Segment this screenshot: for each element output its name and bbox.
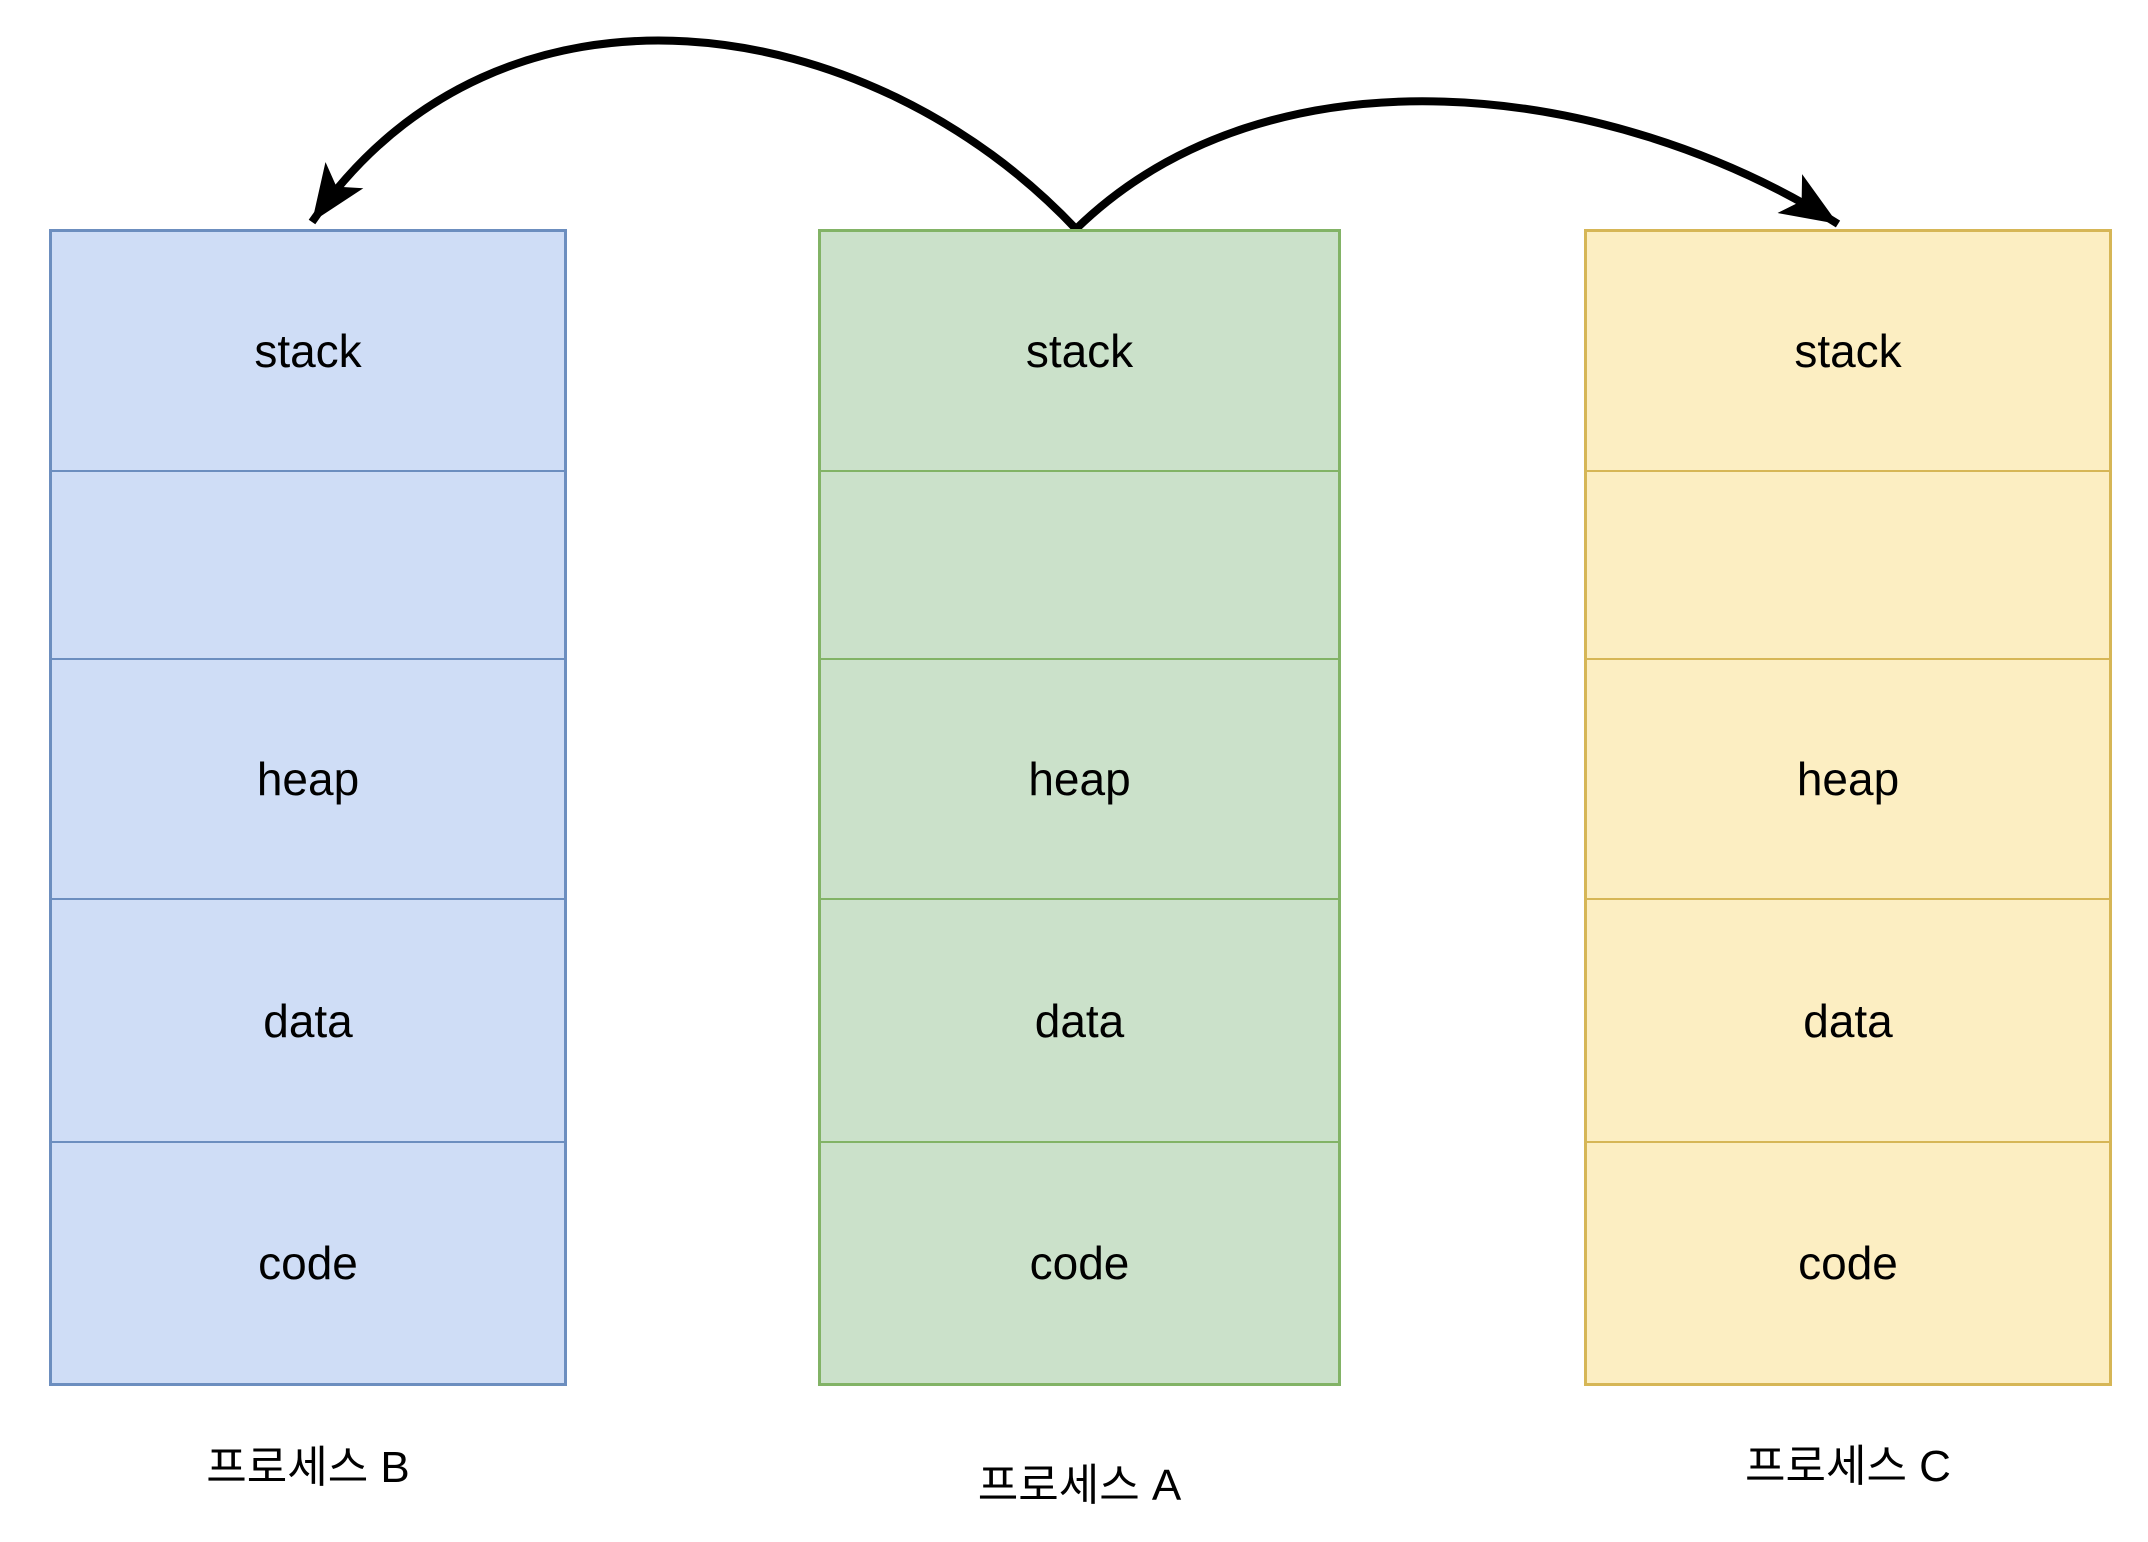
segment-code: code (52, 1143, 564, 1383)
segment-data: data (821, 900, 1338, 1144)
segment-label: heap (1028, 753, 1131, 806)
arrow-a-to-b-icon (308, 36, 1079, 232)
segment-heap: heap (1587, 660, 2109, 901)
process-b-column: stack heap data code (49, 229, 567, 1386)
segment-code: code (1587, 1143, 2109, 1383)
segment-stack: stack (52, 232, 564, 472)
segment-label: stack (1794, 324, 1902, 377)
process-a-label: 프로세스 A (977, 1461, 1182, 1510)
segment-empty (1587, 472, 2109, 661)
segment-stack: stack (821, 232, 1338, 472)
process-c-label: 프로세스 C (1745, 1442, 1951, 1491)
process-c-column: stack heap data code (1584, 229, 2112, 1386)
segment-code: code (821, 1143, 1338, 1383)
segment-label: data (263, 994, 353, 1047)
arrow-a-to-c-icon (1073, 97, 1841, 232)
segment-stack: stack (1587, 232, 2109, 472)
process-a-column: stack heap data code (818, 229, 1341, 1386)
segment-label: heap (256, 753, 360, 806)
segment-label: stack (254, 324, 362, 377)
segment-label: code (1798, 1237, 1898, 1290)
segment-data: data (1587, 900, 2109, 1144)
segment-label: data (1803, 994, 1893, 1047)
segment-data: data (52, 900, 564, 1144)
segment-label: stack (1025, 324, 1134, 377)
segment-label: data (1034, 994, 1125, 1047)
segment-heap: heap (52, 660, 564, 901)
segment-label: heap (1796, 753, 1900, 806)
segment-label: code (1029, 1237, 1130, 1290)
segment-empty (821, 472, 1338, 661)
process-b-label: 프로세스 B (206, 1443, 410, 1492)
segment-label: code (258, 1237, 358, 1290)
segment-heap: heap (821, 660, 1338, 901)
segment-empty (52, 472, 564, 661)
